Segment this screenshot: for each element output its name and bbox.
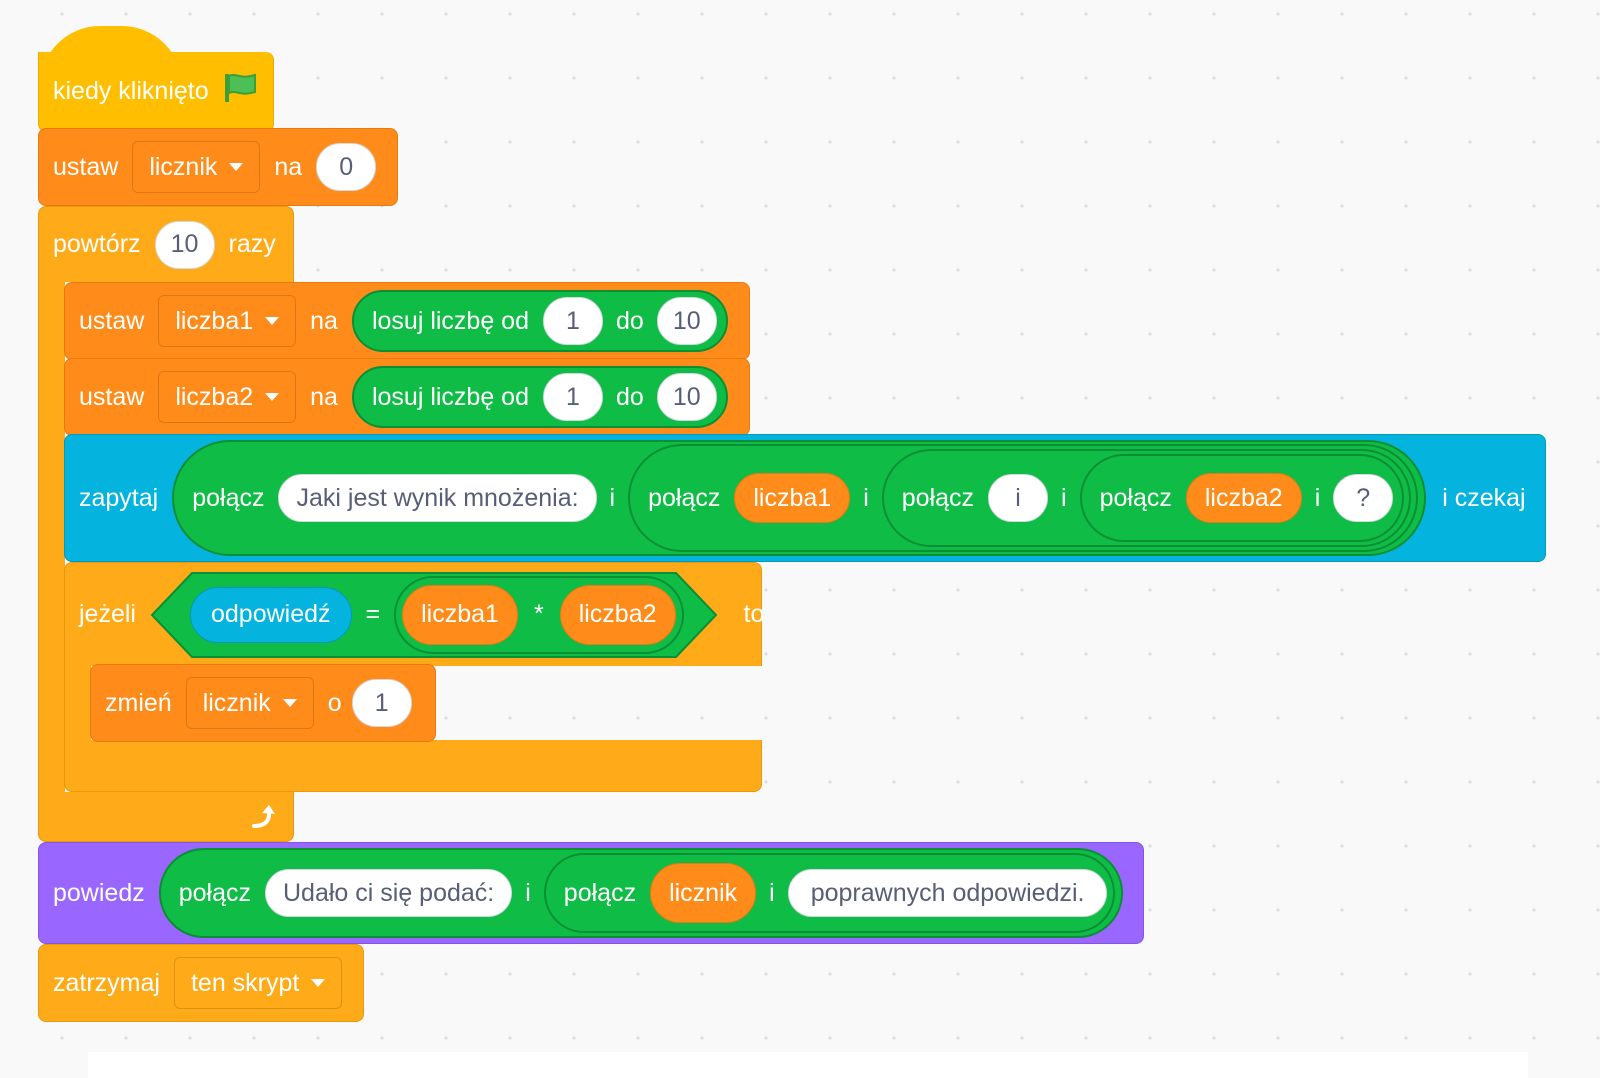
if-block-footer [64, 740, 762, 792]
random-from-input[interactable]: 1 [542, 297, 603, 345]
random-from-input[interactable]: 1 [542, 373, 603, 421]
then-keyword: to [743, 600, 765, 628]
repeat-keyword: powtórz [53, 230, 141, 258]
random-to-input[interactable]: 10 [656, 297, 717, 345]
if-keyword: jeżeli [79, 600, 136, 628]
join-label: połącz [563, 878, 637, 907]
join-label: połącz [901, 483, 975, 512]
answer-reporter[interactable]: odpowiedź [189, 586, 352, 643]
repeat-block[interactable]: powtórz 10 razy [38, 206, 294, 282]
caret-down-icon [229, 163, 244, 171]
join-reporter[interactable]: połącz i i połącz liczba2 i ? [881, 449, 1412, 547]
variable-dropdown[interactable]: licznik [185, 677, 314, 729]
pick-random-reporter[interactable]: losuj liczbę od 1 do 10 [351, 290, 728, 352]
when-flag-clicked-block[interactable]: kiedy kliknięto [38, 52, 274, 132]
variable-reporter[interactable]: liczba1 [734, 473, 851, 523]
variable-reporter[interactable]: liczba2 [559, 584, 676, 645]
join-label: połącz [1099, 483, 1172, 512]
green-flag-icon [223, 72, 257, 111]
set-variable-block[interactable]: ustaw liczba1 na losuj liczbę od 1 do 10 [64, 282, 750, 360]
hat-label: kiedy kliknięto [53, 77, 209, 105]
times-keyword: razy [228, 230, 276, 258]
change-value-input[interactable]: 1 [351, 679, 412, 727]
set-variable-block[interactable]: ustaw licznik na 0 [38, 128, 398, 206]
join-reporter[interactable]: połącz licznik i poprawnych odpowiedzi. [543, 853, 1116, 933]
by-keyword: o [327, 688, 342, 717]
join-label: połącz [648, 483, 721, 512]
join-text-input[interactable]: Udało ci się podać: [265, 869, 513, 917]
stop-option-dropdown[interactable]: ten skrypt [173, 957, 343, 1009]
join-reporter[interactable]: połącz Udało ci się podać: i połącz licz… [158, 848, 1124, 938]
repeat-count-input[interactable]: 10 [154, 220, 215, 269]
set-keyword: ustaw [79, 306, 145, 335]
variable-name: liczba2 [175, 382, 254, 411]
multiply-reporter[interactable]: liczba1 * liczba2 [394, 575, 684, 654]
pick-random-label: losuj liczbę od [371, 306, 529, 335]
variable-dropdown[interactable]: liczba2 [158, 371, 297, 423]
variable-reporter[interactable]: liczba2 [1185, 473, 1302, 523]
join-and-label: i [1061, 483, 1067, 512]
ask-keyword: zapytaj [79, 483, 159, 512]
variable-name: licznik [149, 152, 218, 181]
variable-reporter[interactable]: licznik [650, 863, 757, 923]
equals-operator: = [365, 600, 381, 628]
join-text-input[interactable]: poprawnych odpowiedzi. [787, 869, 1108, 917]
join-text-input[interactable]: Jaki jest wynik mnożenia: [278, 474, 597, 522]
bottom-panel-edge [88, 1052, 1528, 1078]
variable-dropdown[interactable]: liczba1 [158, 295, 297, 347]
change-keyword: zmień [105, 688, 172, 717]
if-block-arm [64, 664, 91, 744]
to-keyword: na [310, 382, 338, 411]
caret-down-icon [265, 393, 280, 401]
variable-name: liczba1 [175, 306, 254, 335]
set-keyword: ustaw [53, 152, 119, 181]
to-keyword: na [310, 306, 338, 335]
join-label: połącz [178, 878, 251, 907]
multiply-operator: * [533, 600, 544, 628]
change-variable-block[interactable]: zmień licznik o 1 [90, 664, 436, 742]
pick-random-label: losuj liczbę od [371, 382, 529, 411]
caret-down-icon [265, 317, 280, 325]
join-text-input[interactable]: i [988, 474, 1049, 522]
variable-reporter[interactable]: liczba1 [402, 584, 518, 645]
variable-name: licznik [202, 688, 271, 717]
variable-dropdown[interactable]: licznik [132, 141, 261, 193]
equals-condition[interactable]: odpowiedź = liczba1 * liczba2 [150, 571, 730, 659]
caret-down-icon [282, 699, 297, 707]
value-input[interactable]: 0 [316, 143, 377, 191]
repeat-block-arm [38, 280, 65, 794]
join-and-label: i [863, 483, 869, 512]
caret-down-icon [311, 979, 326, 987]
join-reporter[interactable]: połącz liczba2 i ? [1079, 454, 1405, 542]
to-keyword: na [274, 152, 303, 181]
join-reporter[interactable]: połącz Jaki jest wynik mnożenia: i połąc… [172, 440, 1427, 556]
stop-option: ten skrypt [190, 968, 300, 997]
join-and-label: i [609, 483, 616, 512]
join-text-input[interactable]: ? [1333, 474, 1394, 522]
join-and-label: i [1314, 483, 1321, 512]
repeat-block-footer [38, 792, 294, 842]
join-reporter[interactable]: połącz liczba1 i połącz i i połącz liczb… [628, 444, 1419, 552]
if-block[interactable]: jeżeli odpowiedź = liczba1 * liczba2 to [64, 562, 765, 666]
pick-random-reporter[interactable]: losuj liczbę od 1 do 10 [351, 366, 728, 428]
set-keyword: ustaw [79, 382, 145, 411]
and-wait-label: i czekaj [1442, 483, 1526, 512]
random-to-input[interactable]: 10 [656, 373, 717, 421]
stop-block[interactable]: zatrzymaj ten skrypt [38, 944, 364, 1022]
set-variable-block[interactable]: ustaw liczba2 na losuj liczbę od 1 do 10 [64, 358, 750, 436]
say-block[interactable]: powiedz połącz Udało ci się podać: i poł… [38, 842, 1144, 944]
random-to-keyword: do [615, 306, 644, 335]
say-keyword: powiedz [53, 878, 145, 907]
join-label: połącz [192, 483, 265, 512]
join-and-label: i [525, 878, 531, 907]
stop-keyword: zatrzymaj [53, 968, 160, 997]
loop-arrow-icon [248, 802, 278, 837]
ask-and-wait-block[interactable]: zapytaj połącz Jaki jest wynik mnożenia:… [64, 434, 1546, 562]
random-to-keyword: do [615, 382, 644, 411]
join-and-label: i [769, 878, 775, 907]
